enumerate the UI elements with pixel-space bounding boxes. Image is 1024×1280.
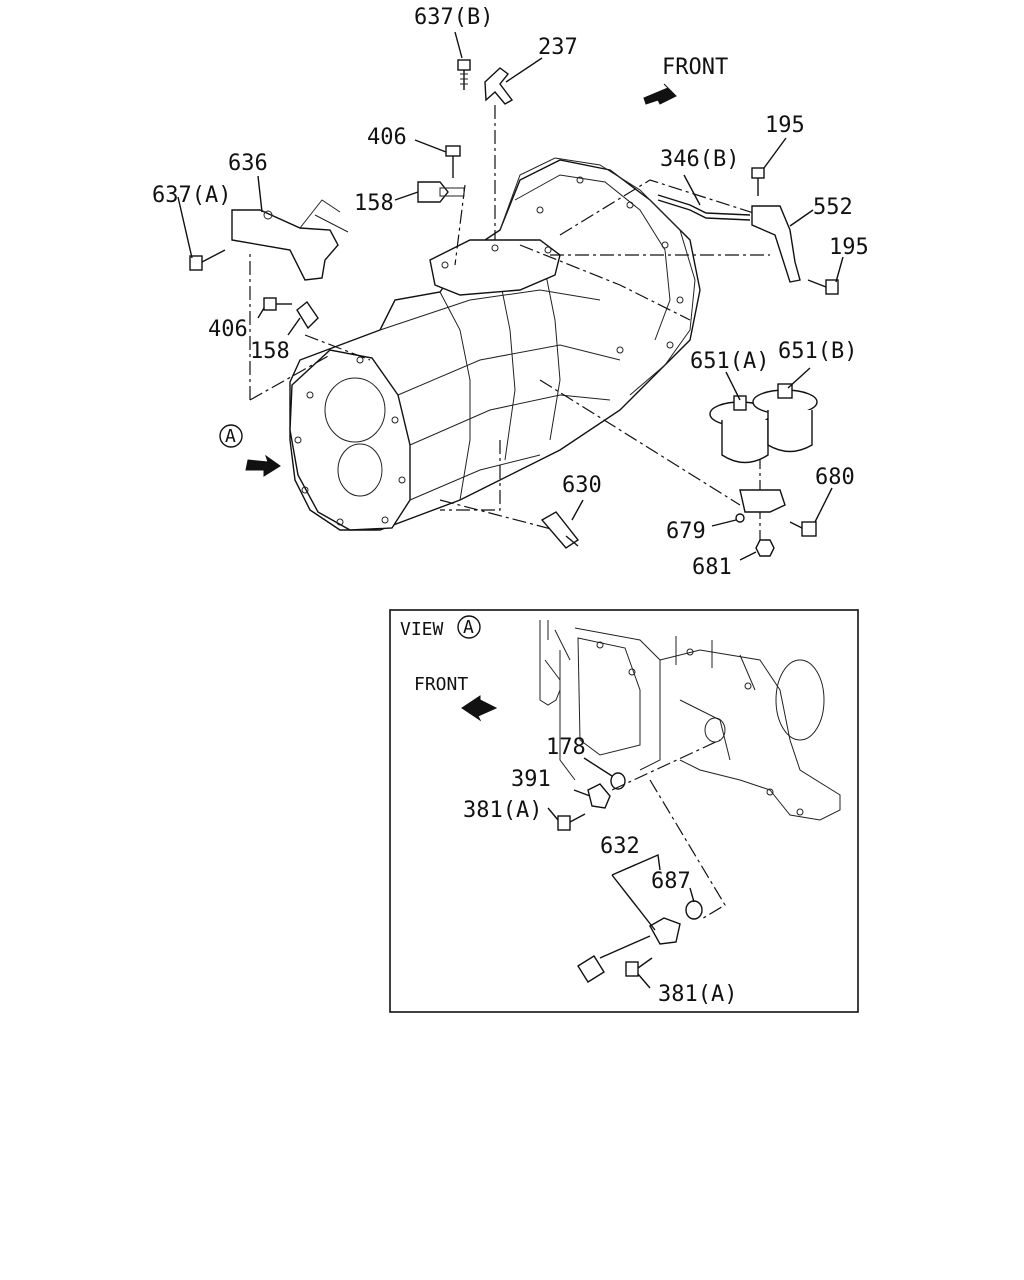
inset-callouts: 178 391 381(A) 632 687 381(A) (463, 735, 737, 1007)
inset-view-label: VIEW (400, 619, 444, 640)
inset-oring-687 (685, 900, 703, 920)
bolt-406-mid (263, 297, 292, 311)
inset-view-marker-letter: A (463, 617, 474, 638)
sensor-630 (540, 511, 580, 549)
inset-view-marker (457, 615, 481, 639)
bolt-406-top (445, 145, 461, 178)
main-callouts: 637(B) 237 406 636 637(A) 158 406 158 34… (152, 5, 869, 580)
callout-630: 630 (562, 473, 602, 498)
callout-381a-top: 381(A) (463, 798, 542, 823)
front-arrow-main (643, 83, 677, 105)
clip-158-mid (296, 300, 319, 330)
callout-680: 680 (815, 465, 855, 490)
view-a-arrow (245, 454, 281, 477)
callout-651a: 651(A) (690, 349, 769, 374)
callout-178: 178 (546, 735, 586, 760)
callout-158-mid: 158 (250, 339, 290, 364)
callout-346b: 346(B) (660, 147, 739, 172)
callout-406-mid: 406 (208, 317, 248, 342)
front-label-main: FRONT (662, 55, 728, 80)
callout-636: 636 (228, 151, 268, 176)
inset-view-a (389, 609, 859, 1013)
inset-bolt-381a-top (557, 813, 586, 831)
callout-leaders (177, 31, 844, 561)
callout-391: 391 (511, 767, 551, 792)
bolt-195-right (807, 279, 839, 295)
callout-632: 632 (600, 834, 640, 859)
bracket-552 (751, 205, 801, 283)
inset-front-label: FRONT (414, 674, 468, 695)
bracket-679 (735, 489, 786, 523)
callout-158-top: 158 (354, 191, 394, 216)
inset-bolt-381a-bottom (625, 957, 653, 977)
view-a-marker-letter: A (225, 426, 236, 447)
callout-637a: 637(A) (152, 183, 231, 208)
pipe-346b (657, 194, 751, 221)
callout-195-top: 195 (765, 113, 805, 138)
callout-552: 552 (813, 195, 853, 220)
bracket-636 (231, 199, 349, 281)
callout-651b: 651(B) (778, 339, 857, 364)
callout-237: 237 (538, 35, 578, 60)
transmission-housing (289, 157, 701, 531)
callout-679: 679 (666, 519, 706, 544)
inset-sensor-632 (577, 917, 681, 983)
mount-651a (709, 395, 771, 464)
nut-681 (755, 539, 775, 557)
bolt-680 (789, 521, 817, 537)
bolt-637a (189, 249, 226, 271)
mount-651b (752, 383, 818, 453)
callout-195-right: 195 (829, 235, 869, 260)
bolt-195-top (751, 167, 765, 196)
inset-housing (539, 620, 841, 821)
callout-637b: 637(B) (414, 5, 493, 30)
callout-381a-bottom: 381(A) (658, 982, 737, 1007)
callout-687: 687 (651, 869, 691, 894)
callout-681: 681 (692, 555, 732, 580)
inset-sensor-391 (587, 783, 611, 809)
callout-406-top: 406 (367, 125, 407, 150)
view-a-marker (219, 424, 243, 448)
bracket-237 (484, 67, 514, 105)
leader-lines (249, 105, 770, 550)
bolt-637b (457, 59, 471, 90)
clip-158-top (417, 181, 465, 203)
